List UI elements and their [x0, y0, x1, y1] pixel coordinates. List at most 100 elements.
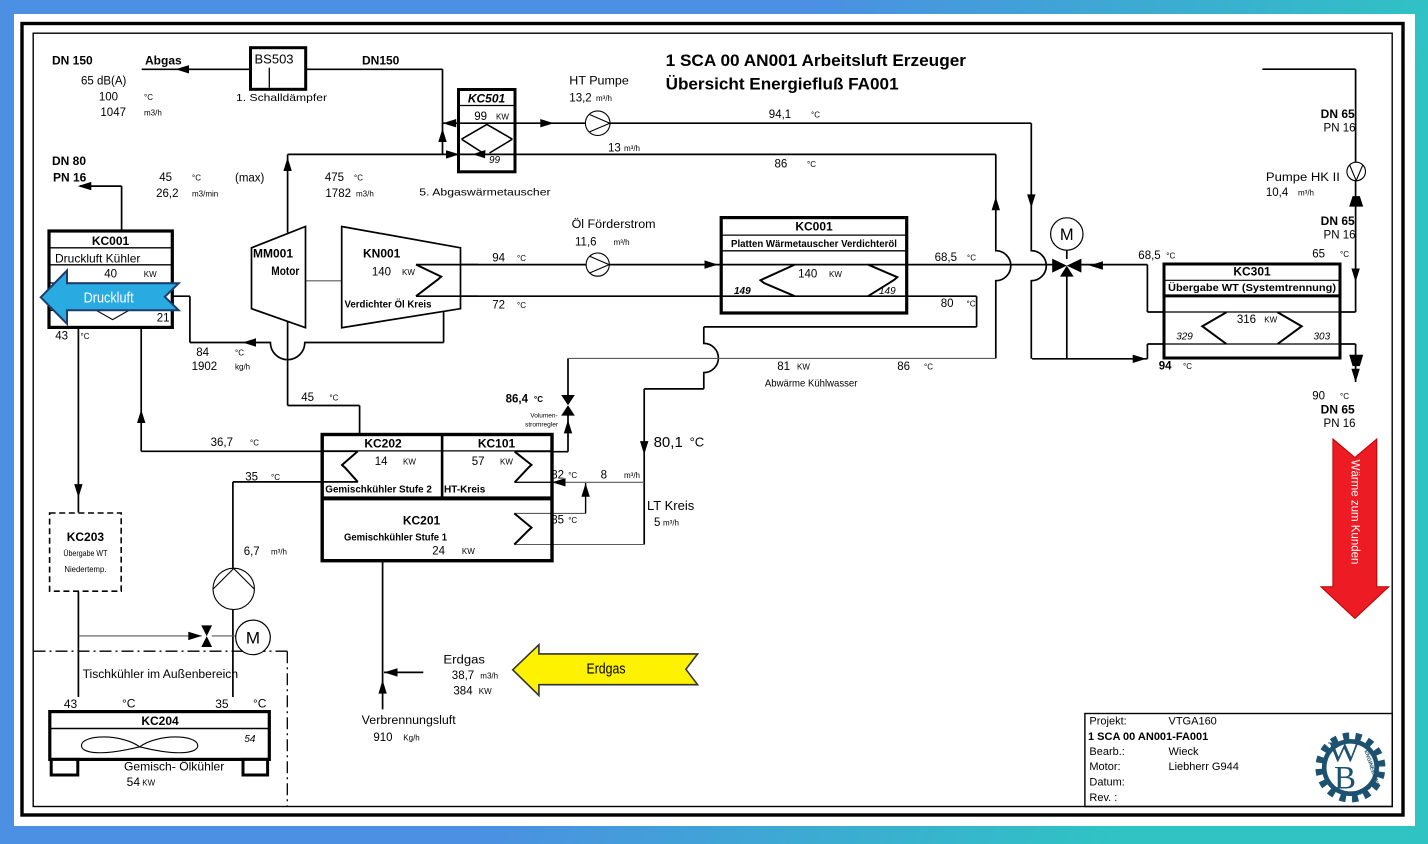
svg-text:Wärme zum Kunden: Wärme zum Kunden — [1349, 460, 1361, 565]
svg-text:Übersicht Energiefluß FA001: Übersicht Energiefluß FA001 — [666, 75, 899, 94]
svg-text:45: 45 — [159, 172, 172, 184]
svg-text:Niedertemp.: Niedertemp. — [64, 564, 106, 574]
svg-text:MM001: MM001 — [253, 247, 293, 261]
svg-text:94: 94 — [492, 253, 505, 265]
svg-text:°C: °C — [1166, 252, 1175, 261]
svg-text:m³/h: m³/h — [271, 548, 287, 557]
svg-text:40: 40 — [104, 268, 117, 280]
svg-text:5. Abgaswärmetauscher: 5. Abgaswärmetauscher — [419, 187, 551, 199]
svg-text:°C: °C — [690, 435, 705, 450]
svg-text:°C: °C — [534, 395, 543, 404]
svg-text:Druckluft: Druckluft — [84, 290, 134, 306]
svg-text:HT-Kreis: HT-Kreis — [444, 484, 485, 496]
svg-text:°C: °C — [250, 439, 259, 448]
svg-text:149: 149 — [879, 286, 896, 297]
svg-text:43: 43 — [55, 331, 68, 343]
svg-text:m³/h: m³/h — [624, 144, 640, 153]
svg-text:82: 82 — [551, 470, 564, 482]
svg-text:Motor:: Motor: — [1089, 761, 1120, 773]
svg-text:°C: °C — [967, 254, 976, 263]
svg-text:°C: °C — [807, 160, 816, 169]
svg-text:DN 80: DN 80 — [52, 154, 86, 168]
svg-text:Verbrennungsluft: Verbrennungsluft — [362, 715, 457, 727]
svg-text:Erdgas: Erdgas — [443, 655, 485, 667]
svg-text:m3/h: m3/h — [144, 109, 162, 118]
svg-text:KC204: KC204 — [141, 714, 179, 728]
svg-text:86,4: 86,4 — [506, 394, 529, 406]
svg-text:KW: KW — [797, 363, 810, 372]
svg-text:910: 910 — [373, 732, 392, 744]
svg-text:14: 14 — [375, 456, 388, 468]
svg-text:68,5: 68,5 — [935, 252, 957, 264]
svg-text:KW: KW — [402, 268, 415, 277]
svg-text:Gemischkühler Stufe 1: Gemischkühler Stufe 1 — [344, 531, 447, 543]
svg-text:KC301: KC301 — [1233, 265, 1271, 279]
svg-text:kg/h: kg/h — [235, 362, 250, 371]
svg-text:Gemischkühler Stufe 2: Gemischkühler Stufe 2 — [325, 484, 432, 496]
svg-text:°C: °C — [271, 473, 280, 482]
svg-text:475: 475 — [325, 172, 344, 184]
svg-text:KW: KW — [479, 687, 492, 696]
svg-text:°C: °C — [517, 301, 526, 310]
svg-text:72: 72 — [492, 300, 505, 312]
svg-text:B: B — [1334, 761, 1356, 797]
svg-text:94: 94 — [1159, 361, 1172, 373]
svg-text:PN 16: PN 16 — [1324, 122, 1356, 134]
svg-text:6,7: 6,7 — [244, 546, 260, 558]
svg-text:54: 54 — [127, 775, 141, 789]
svg-text:Gemisch- Ölkühler: Gemisch- Ölkühler — [124, 760, 224, 774]
svg-text:1782: 1782 — [325, 188, 351, 200]
svg-text:PN 16: PN 16 — [53, 171, 87, 185]
svg-text:DN 65: DN 65 — [1321, 403, 1355, 417]
svg-text:10,4: 10,4 — [1266, 187, 1289, 199]
svg-text:94,1: 94,1 — [769, 109, 791, 121]
svg-text:329: 329 — [1176, 332, 1193, 343]
svg-text:Abwärme Kühlwasser: Abwärme Kühlwasser — [765, 378, 858, 390]
svg-text:Tischkühler im Außenbereich: Tischkühler im Außenbereich — [83, 669, 239, 681]
svg-text:KW: KW — [403, 458, 416, 467]
svg-text:80,1: 80,1 — [654, 434, 683, 451]
svg-text:KC201: KC201 — [403, 514, 441, 528]
svg-text:13,2: 13,2 — [569, 93, 591, 105]
svg-text:°C: °C — [253, 697, 267, 711]
svg-text:Druckluft Kühler: Druckluft Kühler — [55, 252, 140, 266]
svg-text:Übergabe WT (Systemtrennung): Übergabe WT (Systemtrennung) — [1168, 281, 1336, 294]
svg-text:KC501: KC501 — [468, 92, 506, 106]
svg-text:86: 86 — [897, 361, 910, 373]
svg-text:99: 99 — [474, 111, 487, 123]
svg-text:KC101: KC101 — [478, 437, 516, 451]
svg-text:°C: °C — [568, 471, 577, 480]
svg-text:80: 80 — [941, 298, 954, 310]
svg-text:Abgas: Abgas — [145, 54, 182, 68]
svg-text:26,2: 26,2 — [156, 188, 178, 200]
svg-text:Platten Wärmetauscher Verdicht: Platten Wärmetauscher Verdichteröl — [731, 238, 897, 250]
svg-text:90: 90 — [1312, 391, 1325, 403]
svg-text:DN 65: DN 65 — [1321, 107, 1355, 121]
svg-text:85: 85 — [551, 515, 564, 527]
svg-text:°C: °C — [811, 111, 820, 120]
svg-text:m3/h: m3/h — [480, 672, 498, 681]
svg-text:KW: KW — [500, 458, 513, 467]
svg-text:1 SCA 00 AN001-FA001: 1 SCA 00 AN001-FA001 — [1088, 731, 1208, 743]
svg-text:LT Kreis: LT Kreis — [647, 498, 695, 513]
svg-text:Motor: Motor — [271, 264, 299, 278]
svg-text:°C: °C — [235, 348, 244, 357]
svg-text:M: M — [1060, 226, 1074, 244]
svg-text:°C: °C — [354, 173, 363, 182]
svg-text:°C: °C — [924, 363, 933, 372]
svg-text:stromregler: stromregler — [525, 422, 559, 429]
svg-text:KW: KW — [462, 547, 475, 556]
svg-text:KC202: KC202 — [364, 437, 402, 451]
svg-text:35: 35 — [215, 697, 229, 711]
svg-text:Rev. :: Rev. : — [1089, 792, 1117, 804]
svg-text:KW: KW — [1264, 316, 1277, 325]
svg-text:149: 149 — [734, 286, 751, 297]
svg-text:M: M — [246, 629, 260, 648]
svg-text:VTGA160: VTGA160 — [1169, 715, 1217, 727]
svg-text:PN 16: PN 16 — [1324, 418, 1356, 430]
svg-text:84: 84 — [196, 347, 209, 359]
svg-text:(max): (max) — [235, 173, 265, 185]
svg-text:°C: °C — [967, 300, 976, 309]
svg-text:Erdgas: Erdgas — [587, 661, 626, 678]
svg-text:KN001: KN001 — [363, 247, 401, 261]
